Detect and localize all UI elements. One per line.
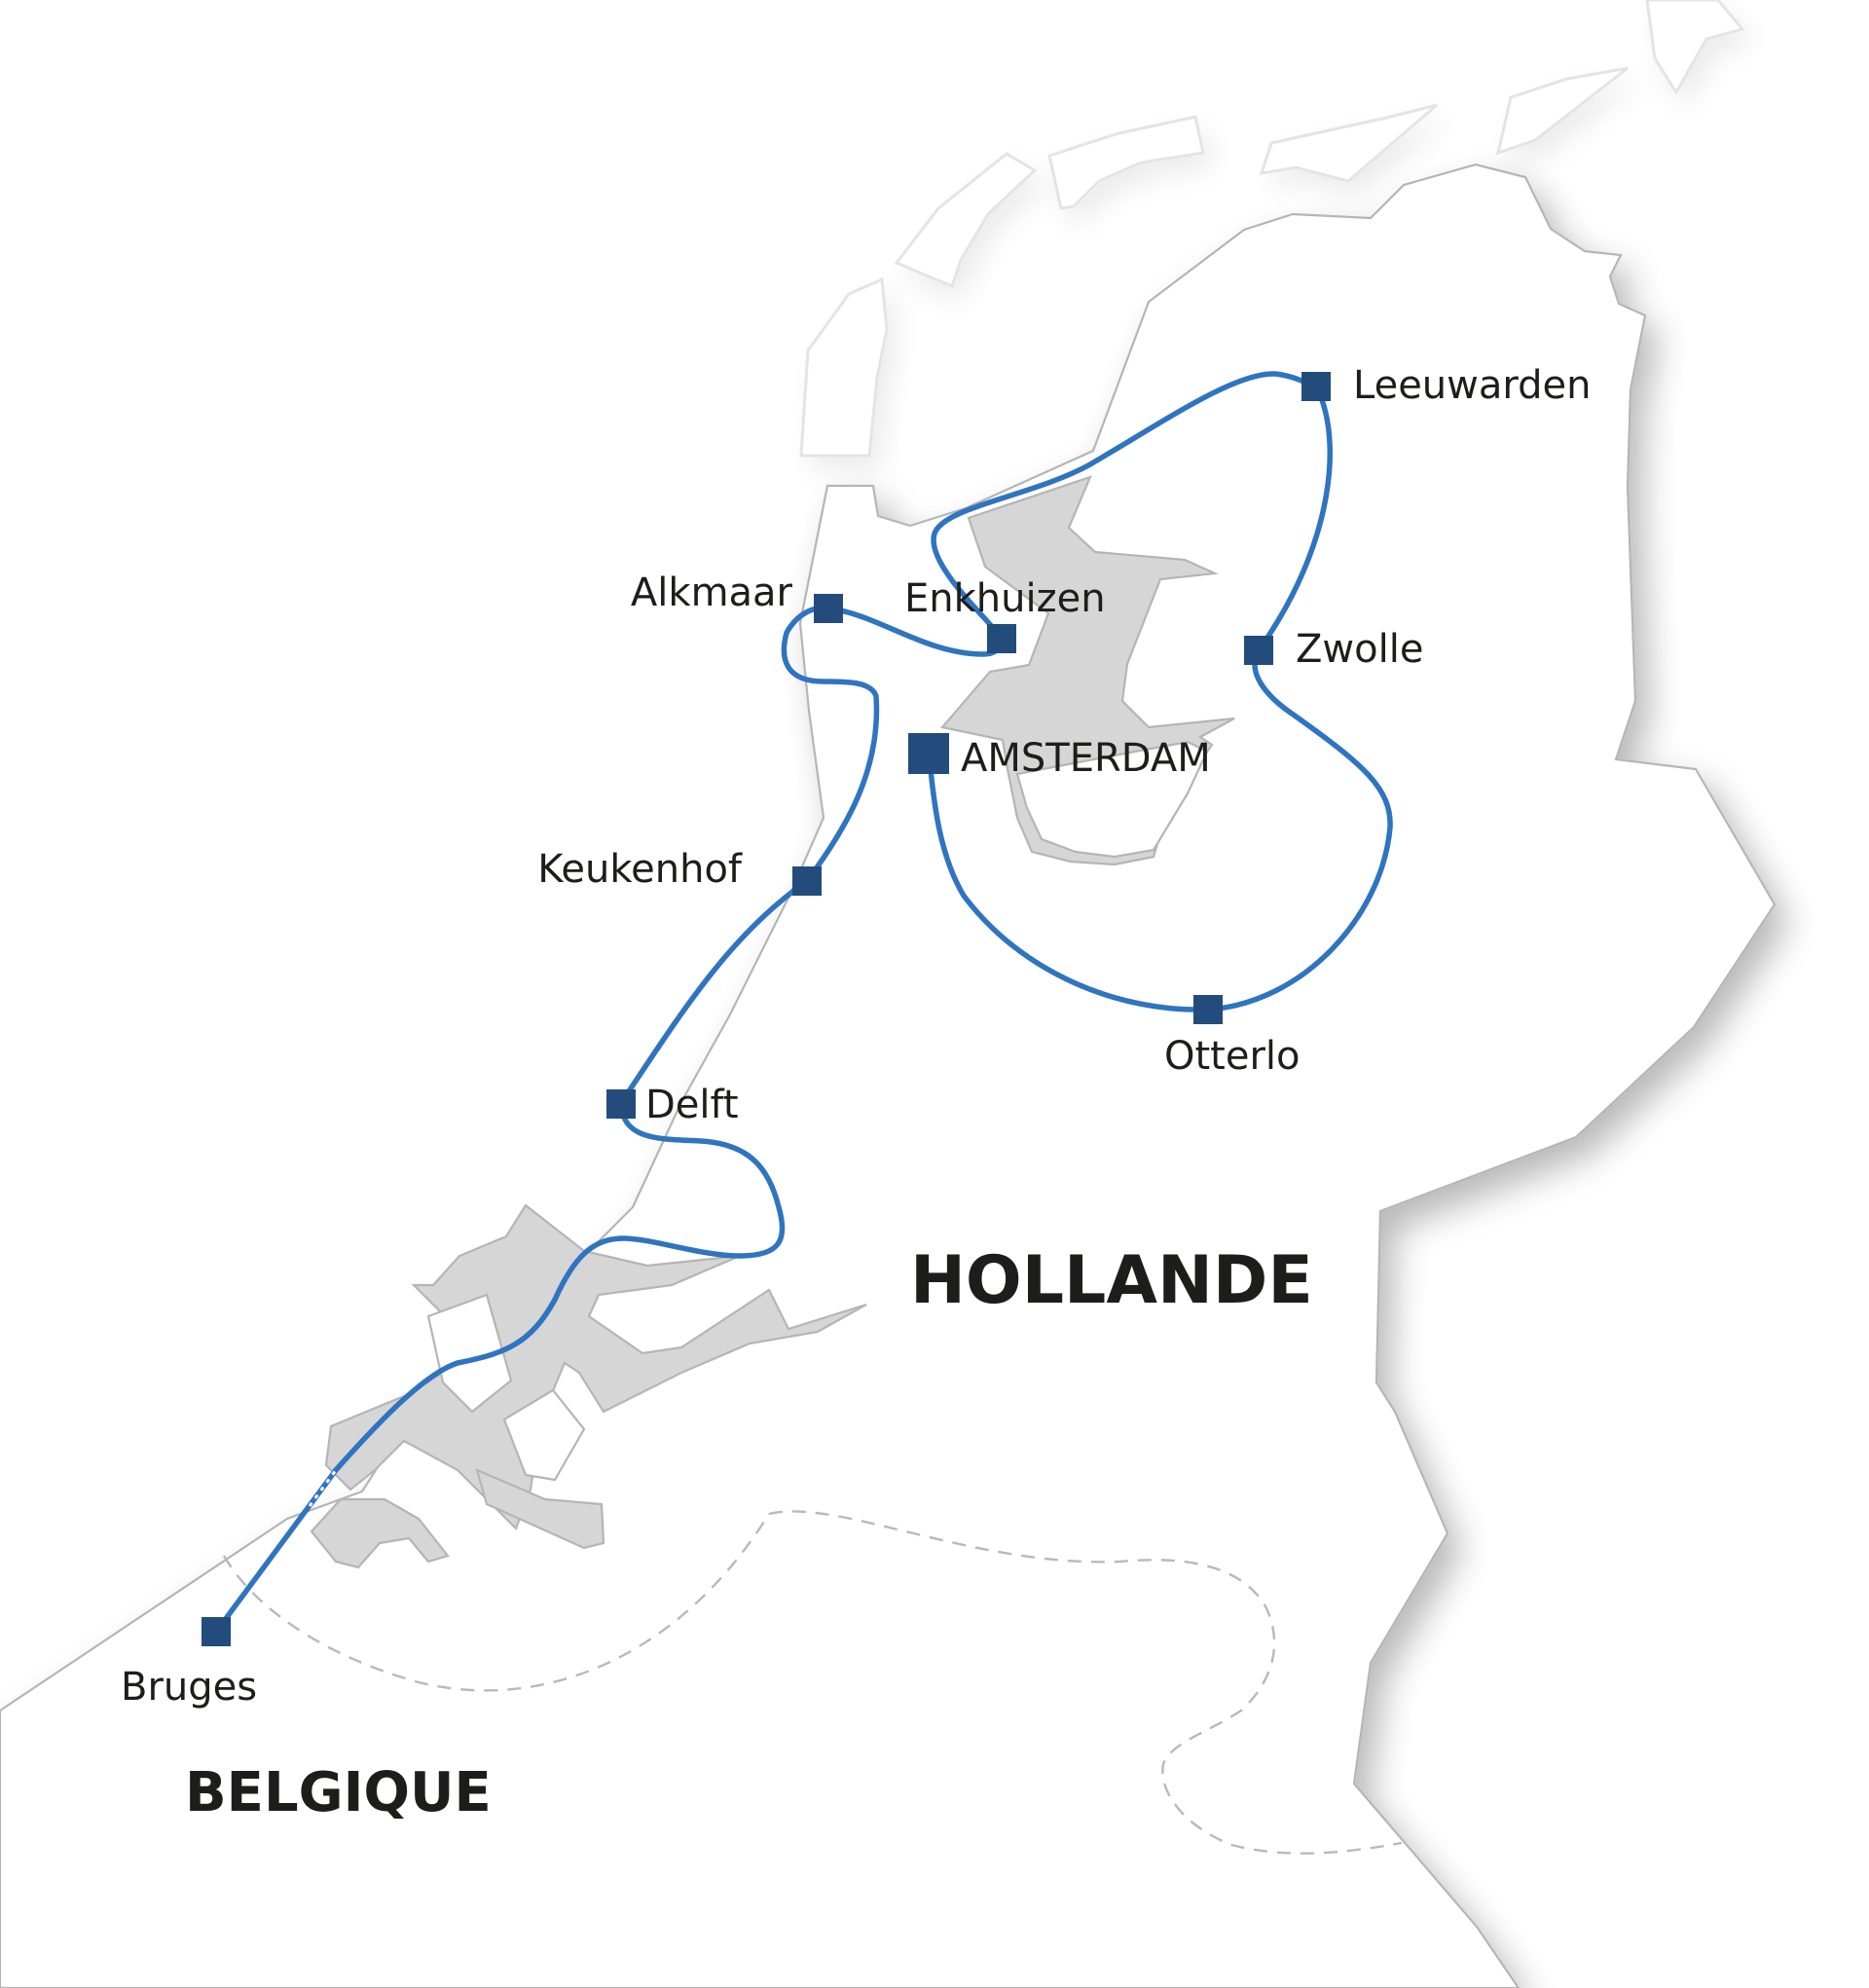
label-amsterdam: AMSTERDAM (961, 736, 1211, 781)
marker-amsterdam[interactable] (908, 733, 949, 774)
label-belgique: BELGIQUE (185, 1761, 492, 1824)
route-ferry-segment (308, 1469, 338, 1507)
island-terschelling (1047, 115, 1205, 210)
label-leeuwarden: Leeuwarden (1353, 363, 1591, 408)
marker-delft[interactable] (606, 1089, 636, 1119)
island-texel (799, 276, 889, 458)
delta-arm (475, 1468, 605, 1550)
label-bruges: Bruges (121, 1665, 257, 1710)
stop-markers (202, 372, 1331, 1646)
label-keukenhof: Keukenhof (537, 847, 743, 892)
land-outline (0, 163, 1777, 1988)
island-vlieland (894, 152, 1038, 289)
netherlands-landmass (0, 163, 1777, 1988)
marker-keukenhof[interactable] (792, 866, 822, 896)
island-schiermonnikoog (1495, 66, 1629, 156)
route-line (213, 371, 1393, 1635)
border-belgium (222, 1510, 1403, 1855)
city-labels: Bruges Delft Keukenhof Alkmaar Enkhuizen… (121, 363, 1591, 1710)
scheldt (310, 1497, 450, 1569)
marker-zwolle[interactable] (1244, 636, 1273, 665)
marker-leeuwarden[interactable] (1301, 372, 1331, 401)
label-alkmaar: Alkmaar (631, 571, 793, 615)
marker-bruges[interactable] (202, 1617, 231, 1646)
delta-island-2 (502, 1388, 586, 1482)
wadden-islands (799, 0, 1745, 458)
island-rottumeroog (1645, 0, 1745, 95)
country-labels: HOLLANDE BELGIQUE (185, 1242, 1313, 1824)
marker-otterlo[interactable] (1193, 995, 1223, 1024)
label-otterlo: Otterlo (1164, 1034, 1301, 1079)
label-delft: Delft (645, 1083, 739, 1127)
island-ameland (1259, 103, 1438, 183)
cruise-route (213, 371, 1393, 1635)
label-enkhuizen: Enkhuizen (904, 576, 1106, 621)
label-hollande: HOLLANDE (910, 1242, 1313, 1319)
flevoland (1015, 740, 1209, 859)
marker-alkmaar[interactable] (814, 594, 843, 623)
label-zwolle: Zwolle (1296, 627, 1423, 672)
water-bodies (310, 475, 1235, 1569)
marker-enkhuizen[interactable] (987, 624, 1016, 653)
